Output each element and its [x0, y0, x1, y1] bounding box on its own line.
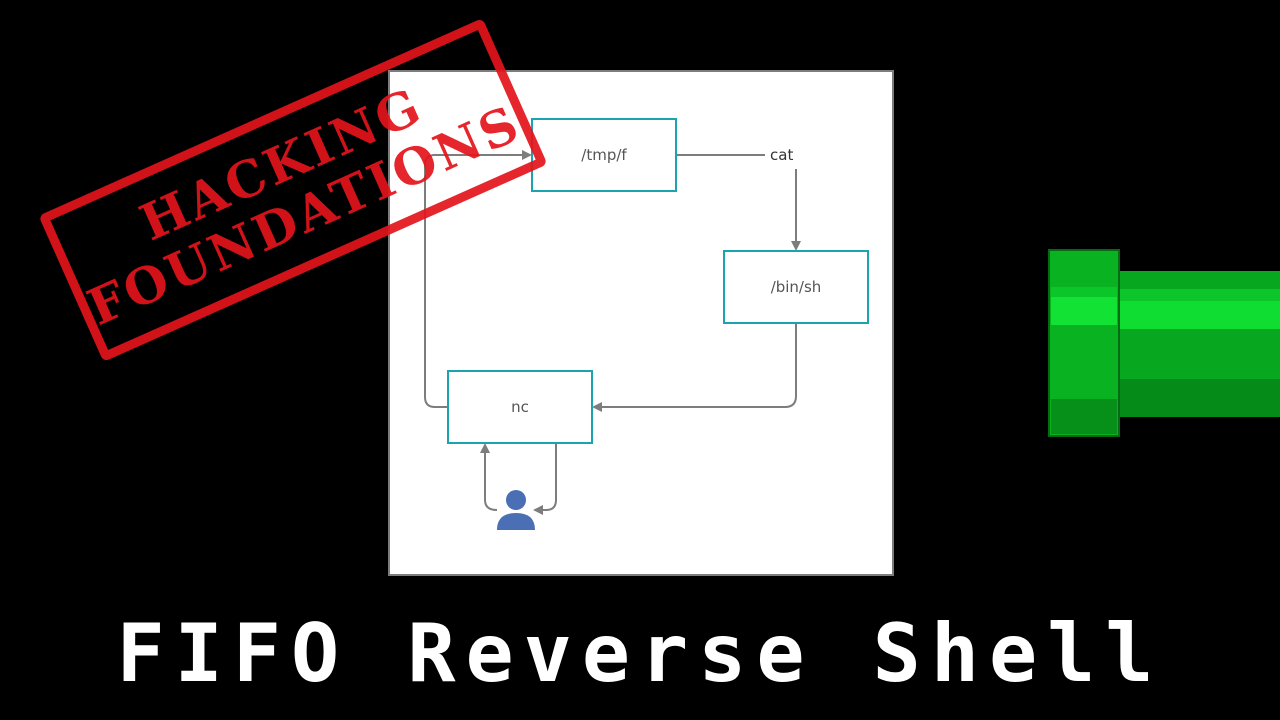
edge-binsh-to-nc [592, 324, 797, 412]
edge-nc-to-user [533, 444, 557, 515]
node-tmp-f: /tmp/f [531, 118, 677, 192]
diagram-panel: /tmp/f /bin/sh nc cat [388, 70, 894, 576]
video-title: FIFO Reverse Shell [116, 607, 1164, 700]
node-bin-sh: /bin/sh [723, 250, 869, 324]
edge-nc-to-tmpf [424, 150, 532, 408]
node-tmp-f-label: /tmp/f [581, 146, 627, 164]
edge-label-cat: cat [767, 145, 797, 165]
node-nc: nc [447, 370, 593, 444]
node-nc-label: nc [511, 398, 529, 416]
user-icon [497, 490, 535, 530]
diagram-edges [424, 150, 801, 515]
node-bin-sh-label: /bin/sh [770, 278, 822, 296]
green-pipe-icon [1048, 249, 1280, 437]
edge-user-to-nc [480, 443, 498, 511]
